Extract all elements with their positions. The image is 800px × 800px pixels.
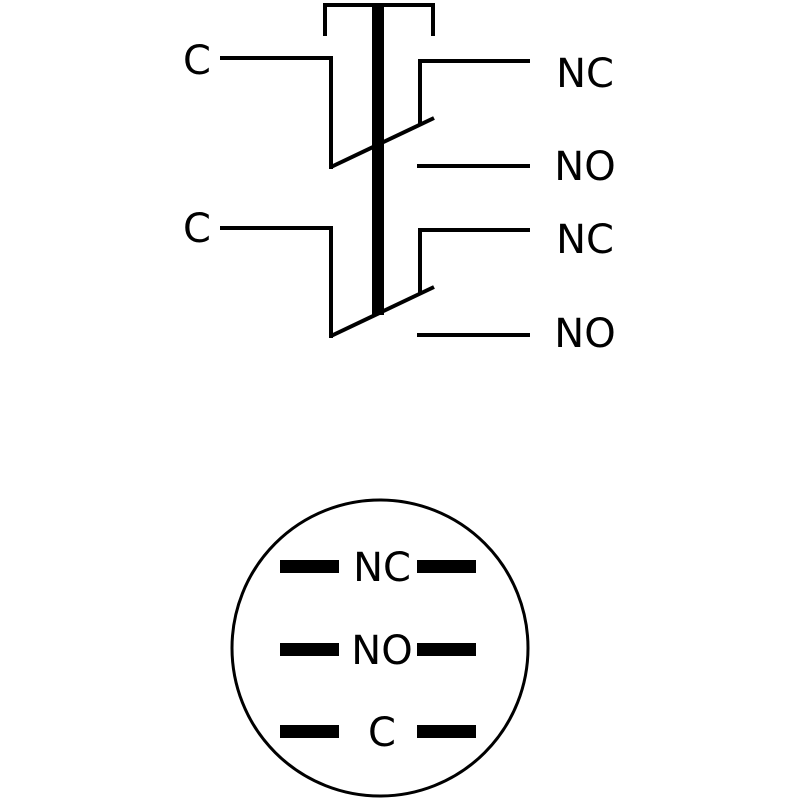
pin-row-no: NO: [280, 628, 476, 674]
upper-common-wire: [220, 56, 333, 169]
lower-no-label: NO: [554, 311, 615, 357]
pin-terminal-left: [280, 725, 339, 738]
pin-label: C: [368, 710, 396, 756]
upper-nc-wire: [418, 59, 530, 125]
upper-pole: C NC NO: [183, 38, 616, 190]
pinout: NC NO C: [230, 498, 530, 798]
pin-row-nc: NC: [280, 545, 476, 591]
pin-label: NC: [353, 545, 411, 591]
pin-row-c: C: [280, 710, 476, 756]
upper-contact-blade: [330, 116, 435, 169]
pin-terminal-right: [417, 560, 476, 573]
lower-common-label: C: [183, 206, 211, 252]
pin-terminal-right: [417, 725, 476, 738]
actuator: [323, 3, 435, 315]
upper-common-label: C: [183, 38, 211, 84]
lower-nc-label: NC: [556, 217, 614, 263]
pin-terminal-left: [280, 643, 339, 656]
pin-terminal-right: [417, 643, 476, 656]
pin-terminal-left: [280, 560, 339, 573]
switch-body-outline: [230, 498, 530, 798]
upper-nc-label: NC: [556, 51, 614, 97]
lower-pole: C NC NO: [183, 206, 616, 357]
lower-contact-blade: [330, 285, 435, 338]
pin-label: NO: [351, 628, 412, 674]
upper-no-label: NO: [554, 144, 615, 190]
lower-common-wire: [220, 226, 333, 338]
lower-nc-wire: [418, 228, 530, 293]
